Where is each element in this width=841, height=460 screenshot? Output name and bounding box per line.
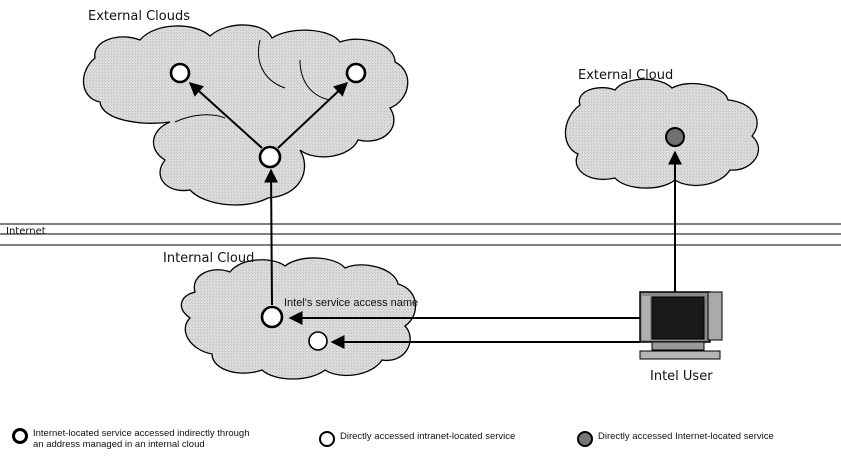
service-node-right-external <box>345 62 367 84</box>
computer-icon <box>639 291 723 360</box>
filled-gray-circle-icon <box>577 431 593 447</box>
legend: Internet-located service accessed indire… <box>0 428 841 460</box>
legend-text-intranet: Directly accessed intranet-located servi… <box>340 431 516 442</box>
service-node-hub <box>258 145 282 169</box>
service-node-external-filled <box>665 127 685 147</box>
external-clouds-shape <box>82 24 409 206</box>
label-external-clouds: External Clouds <box>88 9 190 24</box>
label-internet: Internet <box>6 226 46 237</box>
service-node-left-external <box>169 62 191 84</box>
legend-text-internet: Directly accessed Internet-located servi… <box>598 431 774 442</box>
label-external-cloud: External Cloud <box>578 68 674 83</box>
arrow-hub-to-left-service <box>188 82 263 149</box>
thin-outline-circle-icon <box>319 431 335 447</box>
service-node-access-name <box>260 305 284 329</box>
label-intel-user: Intel User <box>650 369 713 384</box>
arrow-internal-to-hub <box>264 168 279 306</box>
thick-outline-circle-icon <box>12 428 28 444</box>
cloud-inner-edge <box>174 39 331 123</box>
legend-item-intranet: Directly accessed intranet-located servi… <box>319 431 515 447</box>
legend-item-internet: Directly accessed Internet-located servi… <box>577 431 774 447</box>
label-service-access-name: Intel's service access name <box>284 297 419 309</box>
external-cloud-shape <box>564 78 759 189</box>
arrow-hub-to-right-service <box>277 82 349 149</box>
service-node-intranet <box>308 331 328 351</box>
network-diagram <box>0 24 841 380</box>
label-internal-cloud: Internal Cloud <box>163 251 255 266</box>
legend-text-indirect: Internet-located service accessed indire… <box>33 428 250 450</box>
legend-item-indirect: Internet-located service accessed indire… <box>12 428 250 450</box>
